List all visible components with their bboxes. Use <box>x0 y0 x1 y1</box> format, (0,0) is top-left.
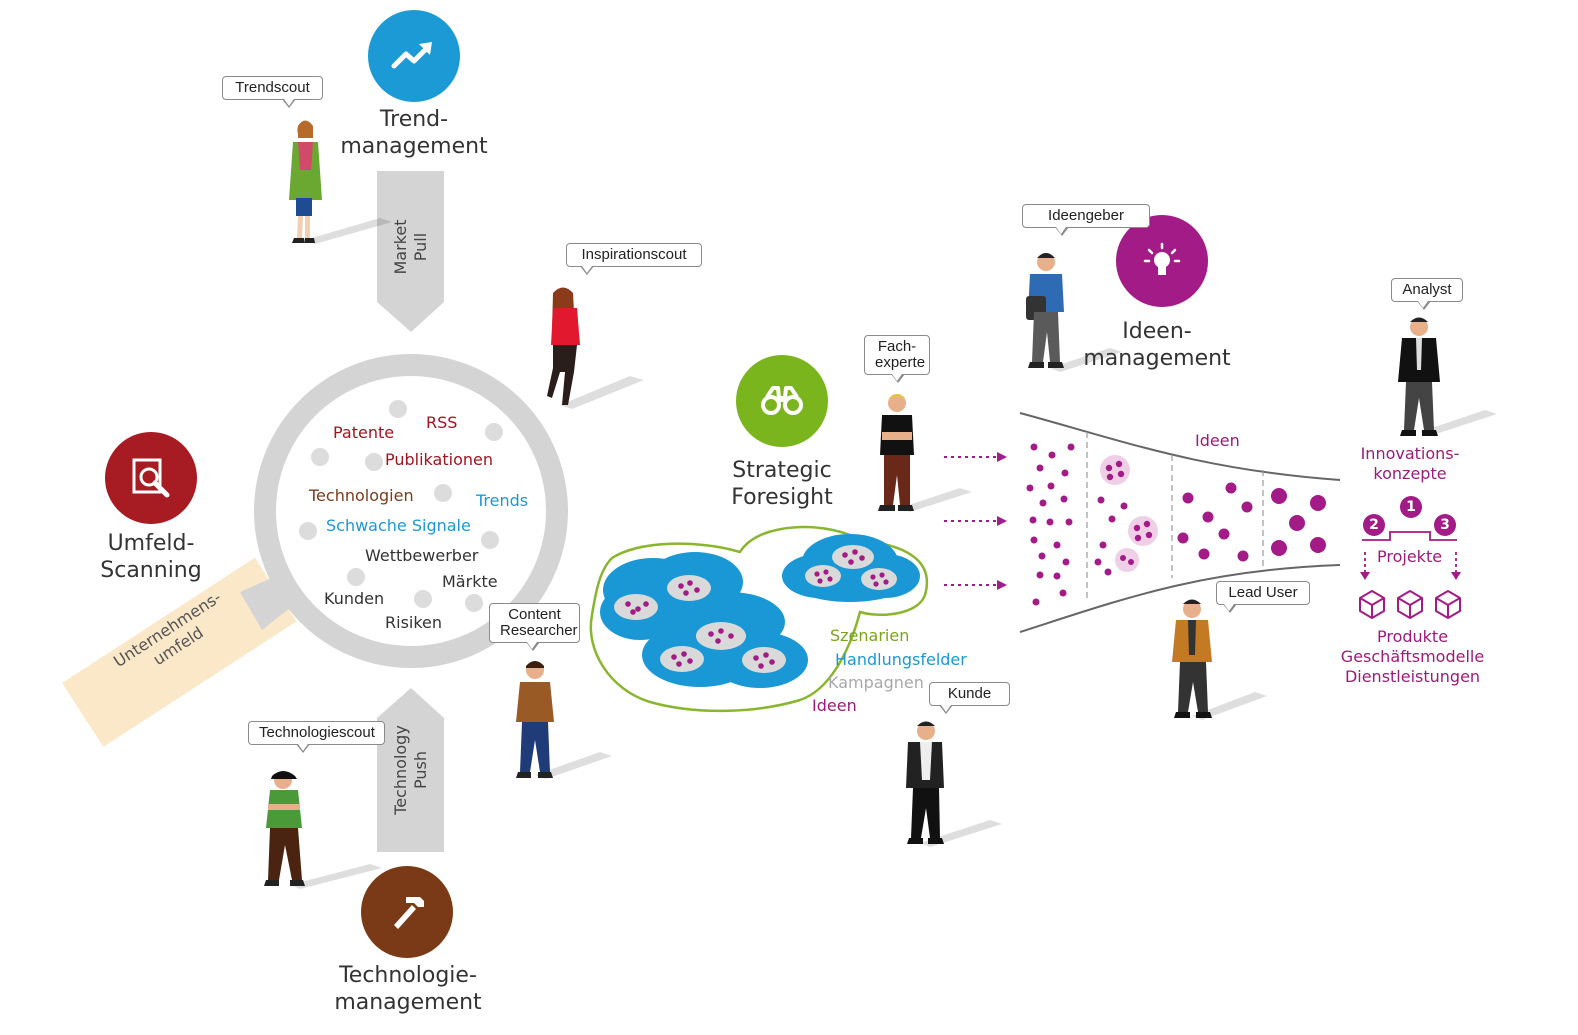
market-pull-line1: Market <box>391 219 410 275</box>
word-trends: Trends <box>476 491 529 510</box>
bubble-analyst: Analyst <box>1391 278 1463 310</box>
step-3-label: 3 <box>1440 517 1450 533</box>
technologie-label-line2: management <box>334 990 482 1015</box>
output-szenarien: Szenarien <box>830 626 910 645</box>
foresight-label-line1: Strategic <box>732 458 832 483</box>
fachexperte-line2: experte <box>875 354 926 371</box>
bubble-inspirationscout: Inspirationscout <box>566 243 702 275</box>
output-kampagnen: Kampagnen <box>828 673 924 692</box>
output-ideen: Ideen <box>812 696 857 715</box>
kunde-figure <box>906 721 944 844</box>
analyst-figure <box>1398 317 1440 436</box>
technology-push-label: Technology Push <box>391 710 431 830</box>
lightbulb-icon <box>1143 242 1181 275</box>
word-kunden: Kunden <box>324 589 385 608</box>
step-2-badge: 2 <box>1363 514 1385 536</box>
bubble-kunde: Kunde <box>929 682 1010 714</box>
bubble-technologiescout: Technologiescout <box>248 721 385 753</box>
binoculars-icon <box>761 386 803 415</box>
market-pull-label: Market Pull <box>391 197 431 297</box>
magnifier-ring <box>254 354 568 668</box>
umfeld-label-line1: Umfeld- <box>107 531 195 556</box>
fachexperte-line1: Fach- <box>877 338 917 355</box>
innovationskonzepte-line1: Innovations- <box>1360 444 1460 463</box>
geschaeftsmodelle-label: Geschäftsmodelle <box>1340 647 1485 666</box>
cube-icons <box>1359 590 1461 619</box>
bubble-fachexperte: Fach- experte <box>864 335 930 383</box>
technologiescout-figure <box>264 771 305 886</box>
bubble-content-researcher: Content Researcher <box>489 603 580 651</box>
market-pull-arrow <box>377 171 444 332</box>
magnifier-handle <box>62 557 297 747</box>
dienstleistungen-label: Dienstleistungen <box>1344 667 1481 686</box>
technology-push-arrow <box>377 688 444 852</box>
scenario-cloud-outline <box>589 525 929 713</box>
trend-management-label: Trend- management <box>314 106 514 160</box>
word-rss: RSS <box>426 413 458 432</box>
output-handlungsfelder: Handlungsfelder <box>835 650 967 669</box>
funnel-ideen-label: Ideen <box>1195 431 1240 450</box>
ideen-management-icon <box>1116 215 1208 307</box>
word-wettbewerber: Wettbewerber <box>365 546 479 565</box>
word-maerkte: Märkte <box>442 572 498 591</box>
market-pull-line2: Pull <box>411 232 430 262</box>
word-patente: Patente <box>333 423 395 442</box>
technologie-management-label: Technologie- management <box>298 962 518 1016</box>
word-technologien: Technologien <box>309 486 414 505</box>
bubble-lead-user: Lead User <box>1216 581 1310 613</box>
trendscout-figure <box>289 120 322 243</box>
technologie-management-icon <box>361 866 453 958</box>
word-publikationen: Publikationen <box>385 450 493 469</box>
bubble-trendscout: Trendscout <box>222 76 323 108</box>
umfeld-scanning-label: Umfeld- Scanning <box>51 530 251 584</box>
magnifier-document-icon <box>132 458 170 498</box>
word-schwache-signale: Schwache Signale <box>326 516 471 535</box>
content-researcher-line2: Researcher <box>500 622 578 639</box>
foresight-label-line2: Foresight <box>731 485 833 510</box>
step-2-label: 2 <box>1369 517 1379 533</box>
technology-push-line1: Technology <box>391 725 410 815</box>
bubble-ideengeber: Ideengeber <box>1022 204 1150 236</box>
lead-user-figure <box>1172 599 1212 718</box>
trend-management-icon <box>368 10 460 102</box>
ideengeber-figure <box>1026 253 1064 368</box>
hammer-icon <box>394 897 424 929</box>
technologie-label-line1: Technologie- <box>339 963 477 988</box>
produkte-label: Produkte <box>1376 627 1449 646</box>
funnel-bottom-line <box>1019 564 1341 633</box>
trend-label-line2: management <box>340 134 488 159</box>
funnel-top-line <box>1019 412 1341 481</box>
trend-label-line1: Trend- <box>379 107 449 132</box>
trending-up-icon <box>391 42 432 69</box>
content-researcher-figure <box>516 661 554 778</box>
step-1-badge: 1 <box>1400 496 1422 518</box>
technology-push-line2: Push <box>411 751 430 789</box>
word-risiken: Risiken <box>385 613 443 632</box>
inspirationscout-figure <box>547 287 580 405</box>
results-outcome-list: Produkte Geschäftsmodelle Dienstleistung… <box>1325 627 1500 687</box>
step-3-badge: 3 <box>1434 514 1456 536</box>
ideen-label-line2: management <box>1083 346 1231 371</box>
fachexperte-figure <box>878 394 914 511</box>
content-researcher-line1: Content <box>508 606 561 623</box>
strategic-foresight-icon <box>736 355 828 447</box>
step-1-label: 1 <box>1406 499 1416 515</box>
strategic-foresight-label: Strategic Foresight <box>682 457 882 511</box>
projekte-label: Projekte <box>1377 547 1443 566</box>
ideen-label-line1: Ideen- <box>1122 319 1192 344</box>
innovationskonzepte-line2: konzepte <box>1373 464 1447 483</box>
umfeld-label-line2: Scanning <box>100 558 202 583</box>
umfeld-scanning-icon <box>105 432 197 524</box>
ideen-management-label: Ideen- management <box>1057 318 1257 372</box>
innovationskonzepte-label: Innovations- konzepte <box>1345 444 1475 484</box>
